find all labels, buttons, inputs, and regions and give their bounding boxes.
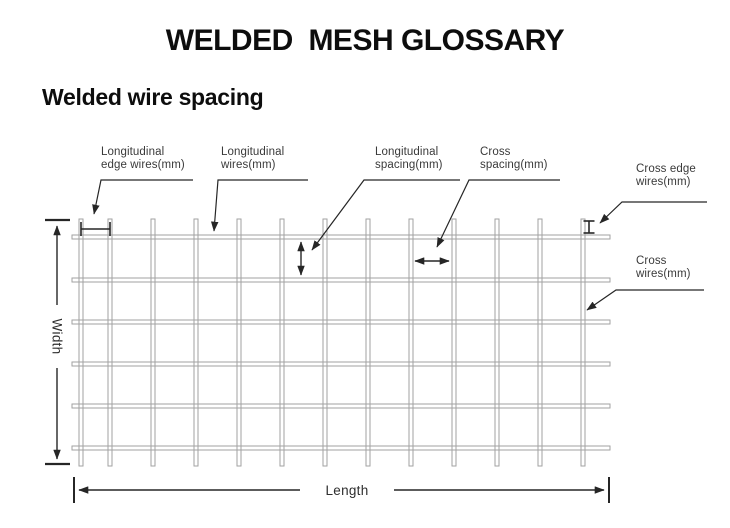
- label-line: spacing(mm): [375, 159, 443, 171]
- label-longitudinal-wires: Longitudinal wires(mm): [221, 146, 284, 172]
- label-line: Cross edge: [636, 163, 696, 175]
- label-line: Longitudinal: [101, 146, 165, 158]
- label-cross-wires: Cross wires(mm): [636, 255, 691, 281]
- length-dimension-label: Length: [325, 483, 369, 498]
- label-line: spacing(mm): [480, 159, 548, 171]
- label-line: Cross: [480, 146, 511, 158]
- label-line: Longitudinal: [221, 146, 285, 158]
- section-subtitle: Welded wire spacing: [42, 84, 264, 110]
- label-line: Longitudinal: [375, 146, 439, 158]
- label-cross-spacing: Cross spacing(mm): [480, 146, 548, 172]
- label-line: wires(mm): [636, 176, 691, 188]
- label-line: edge wires(mm): [101, 159, 185, 171]
- label-longitudinal-spacing: Longitudinal spacing(mm): [375, 146, 443, 172]
- label-line: Cross: [636, 255, 667, 267]
- length-dimension: [73, 477, 610, 503]
- mesh-cross-wires: [71, 234, 611, 451]
- width-dimension: [45, 218, 70, 466]
- mesh-longitudinal-wires: [78, 218, 586, 467]
- label-leader-lines: [92, 179, 707, 311]
- page-title: WELDED MESH GLOSSARY: [165, 24, 565, 57]
- width-dimension-label: Width: [49, 318, 65, 355]
- longitudinal-edge-marker: [80, 222, 111, 236]
- label-longitudinal-edge-wires: Longitudinal edge wires(mm): [101, 146, 185, 172]
- label-cross-edge-wires: Cross edge wires(mm): [636, 163, 696, 189]
- label-line: wires(mm): [636, 268, 691, 280]
- cross-edge-marker: [583, 220, 595, 234]
- label-line: wires(mm): [221, 159, 276, 171]
